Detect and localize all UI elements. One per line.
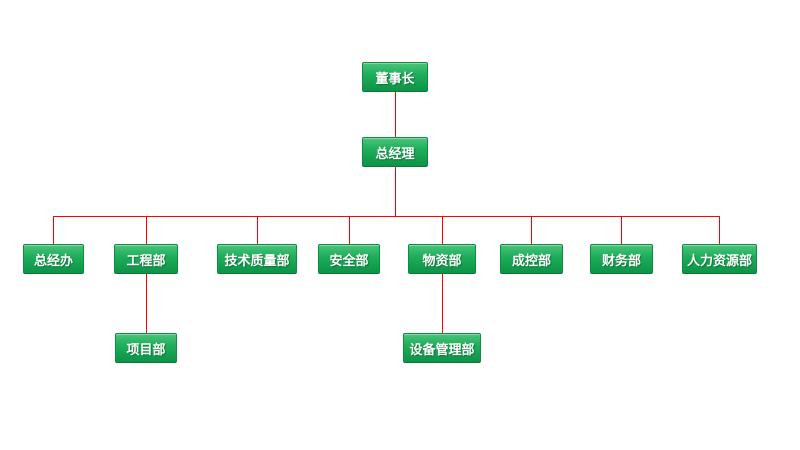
connector-drop-finance xyxy=(621,217,622,244)
org-node-finance: 财务部 xyxy=(590,244,653,274)
connector-drop-safety xyxy=(349,217,350,244)
connector-drop-cost-control xyxy=(531,217,532,244)
org-node-safety: 安全部 xyxy=(318,244,380,274)
connector-drop-engineering xyxy=(146,217,147,244)
connector-chairman-to-gm xyxy=(395,92,396,137)
connector-horizontal-bus xyxy=(53,216,720,217)
connector-engineering-to-project xyxy=(146,274,147,333)
org-node-general-manager: 总经理 xyxy=(362,137,428,167)
org-node-chairman: 董事长 xyxy=(362,62,428,92)
org-node-engineering: 工程部 xyxy=(114,244,178,274)
org-node-tech-quality: 技术质量部 xyxy=(217,244,297,274)
org-node-cost-control: 成控部 xyxy=(500,244,563,274)
org-node-general-office: 总经办 xyxy=(23,244,84,274)
connector-drop-tech-quality xyxy=(257,217,258,244)
connector-materials-to-equipment xyxy=(442,274,443,333)
connector-drop-general-office xyxy=(53,217,54,244)
org-node-materials: 物资部 xyxy=(408,244,476,274)
connector-drop-materials xyxy=(442,217,443,244)
connector-gm-to-bus xyxy=(395,167,396,217)
org-node-hr: 人力资源部 xyxy=(682,244,757,274)
connector-drop-hr xyxy=(719,217,720,244)
org-node-project: 项目部 xyxy=(115,333,177,363)
org-node-equipment: 设备管理部 xyxy=(403,333,481,363)
